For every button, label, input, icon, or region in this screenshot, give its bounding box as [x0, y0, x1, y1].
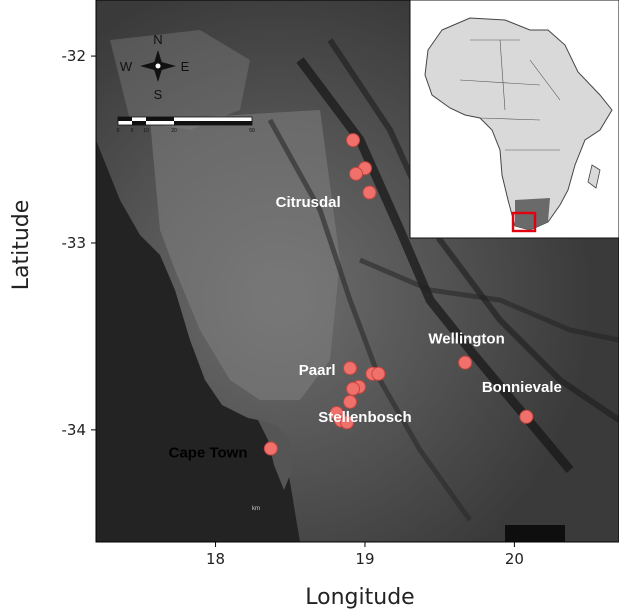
scale-tick-label: 20 — [171, 128, 177, 134]
x-axis: 18 19 20 — [206, 542, 524, 568]
x-axis-title: Longitude — [305, 585, 414, 610]
compass-rose: N S E W — [120, 32, 190, 102]
sample-site-marker — [343, 394, 358, 409]
place-labels: CitrusdalWellingtonPaarlBonnievaleStelle… — [169, 194, 562, 461]
sample-site-marker — [458, 355, 473, 370]
sample-site-marker — [263, 441, 278, 456]
y-tick-label: -33 — [62, 234, 87, 252]
place-label: Paarl — [299, 362, 336, 379]
sample-site-marker — [346, 133, 361, 148]
study-area-box — [511, 211, 537, 233]
y-tick-label: -32 — [62, 47, 87, 65]
scale-tick-label: 0 — [117, 128, 120, 134]
compass-n-label: N — [153, 32, 162, 47]
scale-tick-label: 10 — [143, 128, 149, 134]
y-axis: -32 -33 -34 — [62, 47, 96, 439]
scale-tick-label: 50 — [249, 128, 255, 134]
place-label: Stellenbosch — [318, 409, 411, 426]
sample-site-marker — [343, 361, 358, 376]
sample-sites — [263, 133, 534, 456]
place-label: Bonnievale — [482, 379, 562, 396]
compass-w-label: W — [120, 59, 133, 74]
y-axis-title: Latitude — [9, 200, 34, 291]
place-label: Cape Town — [169, 444, 248, 461]
sample-site-marker — [349, 166, 364, 181]
place-label: Wellington — [428, 330, 504, 347]
compass-s-label: S — [154, 87, 163, 102]
compass-e-label: E — [181, 59, 190, 74]
map-unit-mark: km — [252, 506, 260, 512]
sample-site-marker — [340, 415, 355, 430]
inset-africa-map — [409, 0, 619, 239]
x-tick-label: 20 — [505, 550, 524, 568]
y-tick-label: -34 — [62, 421, 87, 439]
x-tick-label: 18 — [206, 550, 225, 568]
sample-site-marker — [519, 409, 534, 424]
sample-site-marker — [362, 185, 377, 200]
map-frame — [95, 0, 619, 543]
place-label: Citrusdal — [276, 194, 341, 211]
scale-bar: 0 5 10 20 50 — [117, 116, 255, 134]
scale-tick-label: 5 — [131, 128, 134, 134]
sample-site-marker — [346, 381, 361, 396]
sample-site-marker — [371, 366, 386, 381]
x-tick-label: 19 — [355, 550, 374, 568]
